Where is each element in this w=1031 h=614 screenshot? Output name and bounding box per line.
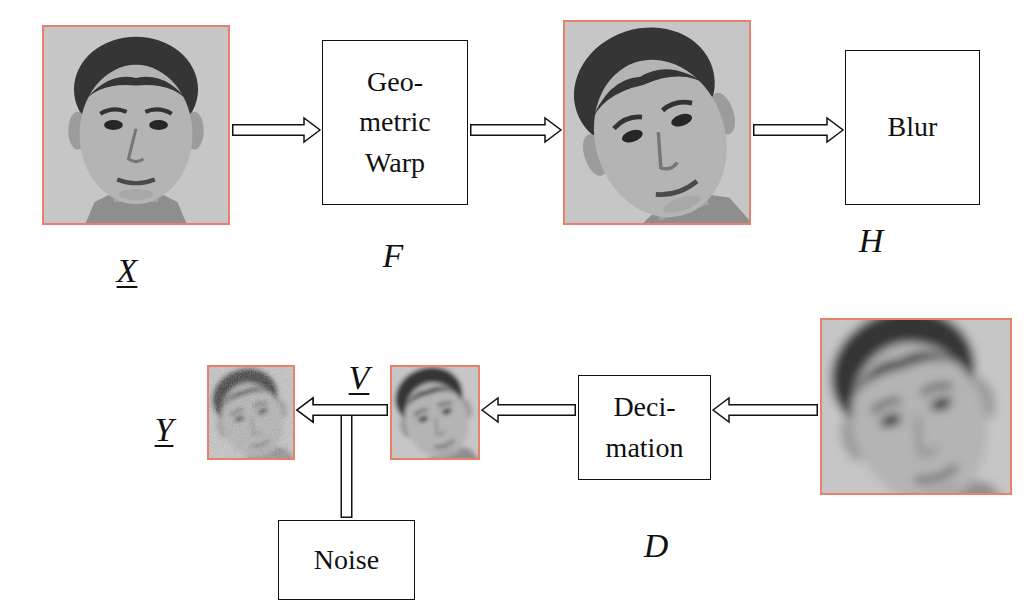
arrow-head	[304, 118, 320, 142]
arrow-shaft-inner	[755, 126, 830, 135]
box-label: Noise	[314, 540, 379, 581]
image-frame: Y	[207, 365, 295, 460]
image-frame: X	[42, 25, 230, 225]
process-box: BlurH	[845, 50, 980, 205]
process-box: Geo- metric WarpF	[322, 40, 468, 205]
symbol-label: H	[859, 224, 884, 258]
arrow-shaft-inner	[727, 406, 817, 415]
box-label: Deci- mation	[606, 387, 684, 468]
arrow-connector	[713, 398, 818, 422]
face-original	[42, 22, 230, 229]
arrow-shaft-inner	[234, 126, 307, 135]
arrow-shaft-inner	[496, 406, 575, 415]
arrow-shaft-inner	[472, 126, 548, 135]
arrow-head	[297, 398, 313, 422]
box-label: Blur	[888, 107, 938, 148]
symbol-label: V	[349, 361, 370, 395]
arrow-head	[827, 118, 843, 142]
arrow-head	[297, 398, 313, 422]
box-label: Geo- metric Warp	[359, 62, 431, 184]
arrow-head	[545, 118, 561, 142]
face-warped	[517, 0, 796, 275]
arrow-head	[713, 398, 729, 422]
face-picture	[186, 347, 317, 484]
face-picture	[368, 345, 502, 485]
arrow-connector	[232, 118, 320, 142]
arrow-connector	[470, 118, 561, 142]
image-frame	[563, 20, 751, 225]
face-picture	[42, 22, 230, 229]
face-decimated	[368, 345, 502, 485]
image-frame	[820, 318, 1012, 495]
arrow-connector	[297, 398, 388, 422]
arrow-shaft-inner	[311, 410, 347, 517]
symbol-label: D	[644, 529, 669, 563]
process-box: Noise	[278, 520, 415, 600]
symbol-label: F	[383, 239, 404, 273]
arrow-connector	[482, 398, 576, 422]
face-picture	[517, 0, 796, 275]
symbol-label: X	[117, 254, 138, 288]
image-frame: V	[390, 365, 480, 460]
arrow-connector	[753, 118, 843, 142]
arrow-head	[482, 398, 498, 422]
symbol-label: Y	[155, 413, 174, 447]
arrow-shaft-inner	[311, 406, 387, 415]
process-box: Deci- mationD	[578, 375, 711, 480]
arrow-shaft	[313, 410, 347, 518]
face-noisy	[186, 347, 317, 484]
noise-overlay	[207, 364, 295, 461]
